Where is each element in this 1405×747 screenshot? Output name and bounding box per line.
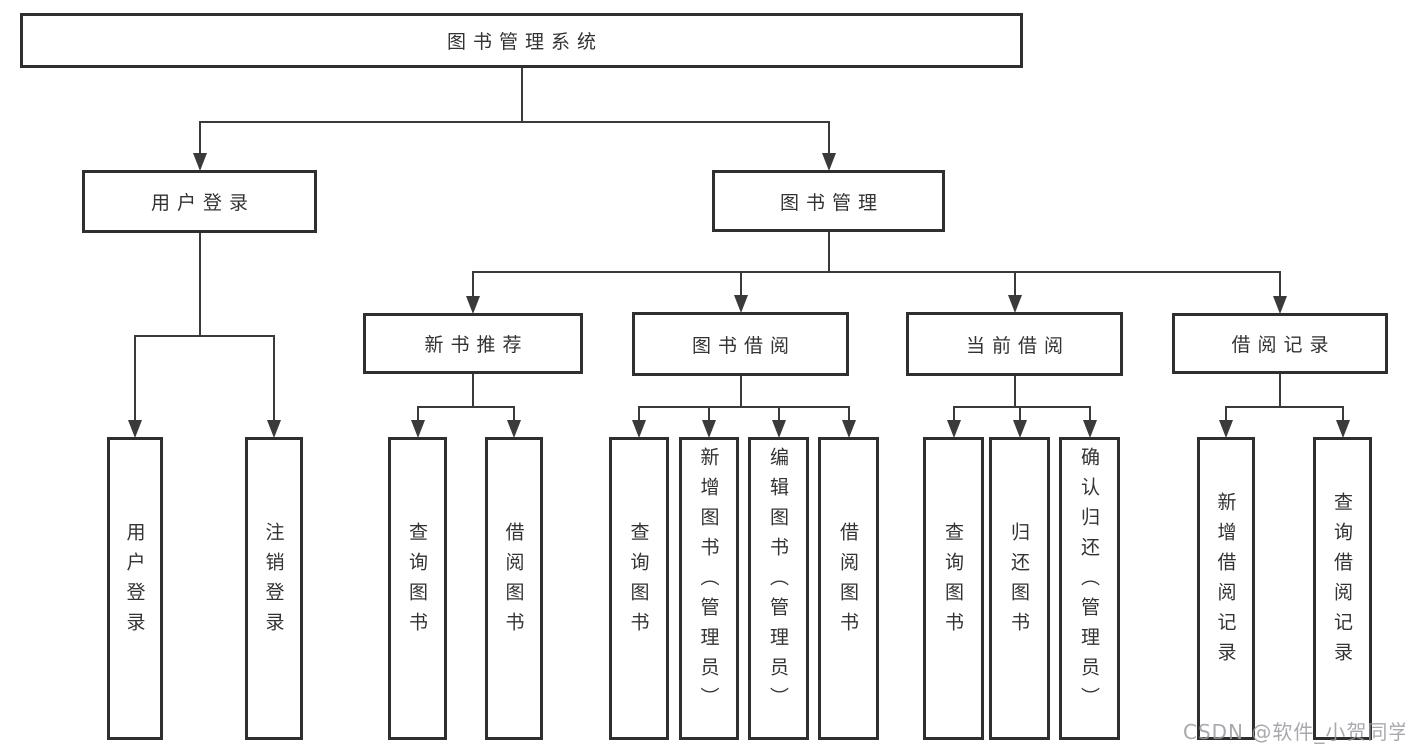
connector-drop xyxy=(134,335,136,421)
node-label-cb-return-book: 归还图书 xyxy=(1008,522,1030,642)
node-box-new-book-rec: 新书推荐 xyxy=(363,313,583,374)
node-box-borrow-records: 借阅记录 xyxy=(1172,313,1388,374)
node-box-cb-query-book: 查询图书 xyxy=(923,437,984,740)
node-label-user-login-group: 用户登录 xyxy=(150,192,255,214)
arrow-down-icon xyxy=(946,420,961,438)
node-label-bb-borrow-book: 借阅图书 xyxy=(837,522,859,642)
connector-drop xyxy=(198,121,201,154)
arrow-down-icon xyxy=(128,420,142,438)
node-label-logout: 注销登录 xyxy=(262,522,285,642)
connector-stem xyxy=(827,232,830,273)
node-box-logout: 注销登录 xyxy=(245,437,303,740)
connector-drop xyxy=(513,406,515,421)
connector-drop xyxy=(952,406,955,421)
node-label-book-mgmt: 图书管理 xyxy=(779,191,884,214)
arrow-down-icon xyxy=(733,295,748,313)
connector-drop xyxy=(472,271,474,297)
arrow-down-icon xyxy=(1219,420,1233,438)
arrow-down-icon xyxy=(410,420,425,438)
connector-drop xyxy=(739,271,742,296)
connector-drop xyxy=(1341,406,1344,421)
connector-drop xyxy=(708,406,710,421)
node-label-current-borrow: 当前借阅 xyxy=(965,334,1070,357)
arrow-down-icon xyxy=(1273,296,1287,314)
node-box-cb-confirm-return: 确认归还（管理员） xyxy=(1059,437,1120,740)
connector-split xyxy=(416,406,515,408)
node-box-bb-borrow-book: 借阅图书 xyxy=(818,437,879,740)
node-label-user-login: 用户登录 xyxy=(123,522,146,642)
node-box-bb-add-book: 新增图书（管理员） xyxy=(679,437,739,740)
connector-stem xyxy=(739,376,742,408)
connector-drop xyxy=(847,406,850,421)
node-label-br-query-record: 查询借阅记录 xyxy=(1331,492,1353,672)
arrow-down-icon xyxy=(1082,420,1097,438)
arrow-down-icon xyxy=(632,420,646,438)
node-label-cb-confirm-return: 确认归还（管理员） xyxy=(1078,447,1100,717)
node-box-book-mgmt: 图书管理 xyxy=(712,170,945,232)
node-box-root: 图书管理系统 xyxy=(20,13,1023,68)
connector-drop xyxy=(1279,271,1281,297)
connector-drop xyxy=(1013,271,1016,296)
node-label-new-book-rec: 新书推荐 xyxy=(424,334,529,356)
arrow-down-icon xyxy=(771,420,786,438)
connector-drop xyxy=(1088,406,1091,421)
connector-drop xyxy=(638,406,640,421)
connector-split xyxy=(638,406,850,408)
node-label-book-borrow: 图书借阅 xyxy=(691,334,796,357)
connector-stem xyxy=(1279,374,1281,408)
node-label-bb-query-book: 查询图书 xyxy=(627,522,650,642)
connector-split xyxy=(1225,406,1344,408)
csdn-watermark: CSDN @软件_小贺同学 xyxy=(1183,720,1405,744)
node-box-rec-query-book: 查询图书 xyxy=(388,437,447,740)
arrow-down-icon xyxy=(821,153,836,171)
connector-split xyxy=(198,121,830,123)
node-box-current-borrow: 当前借阅 xyxy=(906,312,1123,376)
node-box-bb-edit-book: 编辑图书（管理员） xyxy=(748,437,809,740)
connector-drop xyxy=(273,335,275,421)
arrow-down-icon xyxy=(702,420,716,438)
node-box-user-login-group: 用户登录 xyxy=(82,170,317,233)
node-box-book-borrow: 图书借阅 xyxy=(632,312,849,376)
arrow-down-icon xyxy=(1335,420,1350,438)
node-label-root: 图书管理系统 xyxy=(446,31,603,53)
arrow-down-icon xyxy=(1012,420,1027,438)
arrow-down-icon xyxy=(841,420,856,438)
node-label-rec-borrow-book: 借阅图书 xyxy=(502,522,525,642)
node-box-user-login: 用户登录 xyxy=(107,437,163,740)
connector-split xyxy=(472,271,1281,273)
arrow-down-icon xyxy=(1007,295,1022,313)
arrow-down-icon xyxy=(466,296,480,314)
connector-stem xyxy=(472,374,474,408)
connector-drop xyxy=(1018,406,1021,421)
connector-drop xyxy=(827,121,830,154)
node-box-cb-return-book: 归还图书 xyxy=(989,437,1050,740)
connector-drop xyxy=(416,406,419,421)
connector-stem xyxy=(198,233,201,337)
node-box-bb-query-book: 查询图书 xyxy=(609,437,669,740)
connector-split xyxy=(134,335,275,337)
connector-drop xyxy=(777,406,780,421)
connector-stem xyxy=(520,68,523,123)
node-box-rec-borrow-book: 借阅图书 xyxy=(485,437,543,740)
node-label-rec-query-book: 查询图书 xyxy=(406,522,428,642)
node-label-cb-query-book: 查询图书 xyxy=(942,522,964,642)
connector-drop xyxy=(1225,406,1227,421)
connector-split xyxy=(952,406,1091,408)
arrow-down-icon xyxy=(267,420,281,438)
arrow-down-icon xyxy=(507,420,521,438)
node-box-br-query-record: 查询借阅记录 xyxy=(1313,437,1372,740)
arrow-down-icon xyxy=(192,153,207,171)
node-label-br-add-record: 新增借阅记录 xyxy=(1214,492,1237,672)
node-label-bb-edit-book: 编辑图书（管理员） xyxy=(767,447,789,717)
node-label-bb-add-book: 新增图书（管理员） xyxy=(697,447,720,717)
connector-stem xyxy=(1013,376,1016,408)
node-box-br-add-record: 新增借阅记录 xyxy=(1197,437,1255,740)
node-label-borrow-records: 借阅记录 xyxy=(1231,334,1336,356)
